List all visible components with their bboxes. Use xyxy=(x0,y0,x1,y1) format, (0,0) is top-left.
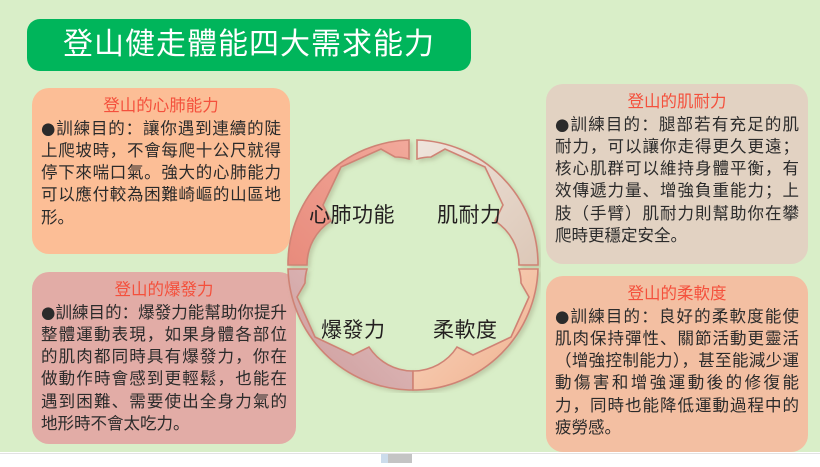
horizontal-scrollbar-thumb[interactable] xyxy=(388,454,412,463)
four-capability-donut-diagram: 心肺功能 肌耐力 爆發力 柔軟度 xyxy=(285,137,541,393)
infographic-canvas: 登山健走體能四大需求能力 登山的心肺能力 ●訓練目的：讓你遇到連續的陡上爬坡時，… xyxy=(0,0,820,452)
donut-label-cardio: 心肺功能 xyxy=(309,203,395,227)
scrollbar-edge[interactable] xyxy=(381,454,388,463)
donut-segment-muscle[interactable] xyxy=(416,139,539,266)
page-bottom-divider xyxy=(0,453,820,454)
card-cardio-body: ●訓練目的：讓你遇到連續的陡上爬坡時，不會每爬十公尺就得停下來喘口氣。強大的心肺… xyxy=(41,118,281,227)
donut-label-flexibility: 柔軟度 xyxy=(433,318,498,342)
card-cardio-heading: 登山的心肺能力 xyxy=(103,96,219,115)
card-power-heading: 登山的爆發力 xyxy=(114,280,214,299)
donut-segment-flexibility[interactable] xyxy=(412,268,539,391)
card-muscle-body: ●訓練目的：腿部若有充足的肌耐力，可以讓你走得更久更遠；核心肌群可以維持身體平衡… xyxy=(555,114,799,245)
donut-label-muscle: 肌耐力 xyxy=(437,203,502,227)
card-muscle-heading: 登山的肌耐力 xyxy=(627,92,727,111)
card-cardio-capacity: 登山的心肺能力 ●訓練目的：讓你遇到連續的陡上爬坡時，不會每爬十公尺就得停下來喘… xyxy=(32,88,290,254)
card-flex-body: ●訓練目的：良好的柔軟度能使肌肉保持彈性、關節活動更靈活（增強控制能力），甚至能… xyxy=(555,306,799,437)
card-explosive-power: 登山的爆發力 ●訓練目的：爆發力能幫助你提升整體運動表現，如果身體各部位的肌肉都… xyxy=(32,272,296,444)
card-power-body: ●訓練目的：爆發力能幫助你提升整體運動表現，如果身體各部位的肌肉都同時具有爆發力… xyxy=(41,302,287,433)
donut-segment-cardio[interactable] xyxy=(287,139,410,266)
donut-segment-power[interactable] xyxy=(287,268,414,391)
card-muscular-endurance: 登山的肌耐力 ●訓練目的：腿部若有充足的肌耐力，可以讓你走得更久更遠；核心肌群可… xyxy=(546,84,808,264)
page-title-banner: 登山健走體能四大需求能力 xyxy=(27,19,471,71)
page-title: 登山健走體能四大需求能力 xyxy=(63,27,435,62)
donut-label-power: 爆發力 xyxy=(321,318,386,342)
card-flex-heading: 登山的柔軟度 xyxy=(627,284,727,303)
card-flexibility: 登山的柔軟度 ●訓練目的：良好的柔軟度能使肌肉保持彈性、關節活動更靈活（增強控制… xyxy=(546,276,808,452)
donut-svg xyxy=(287,139,539,391)
